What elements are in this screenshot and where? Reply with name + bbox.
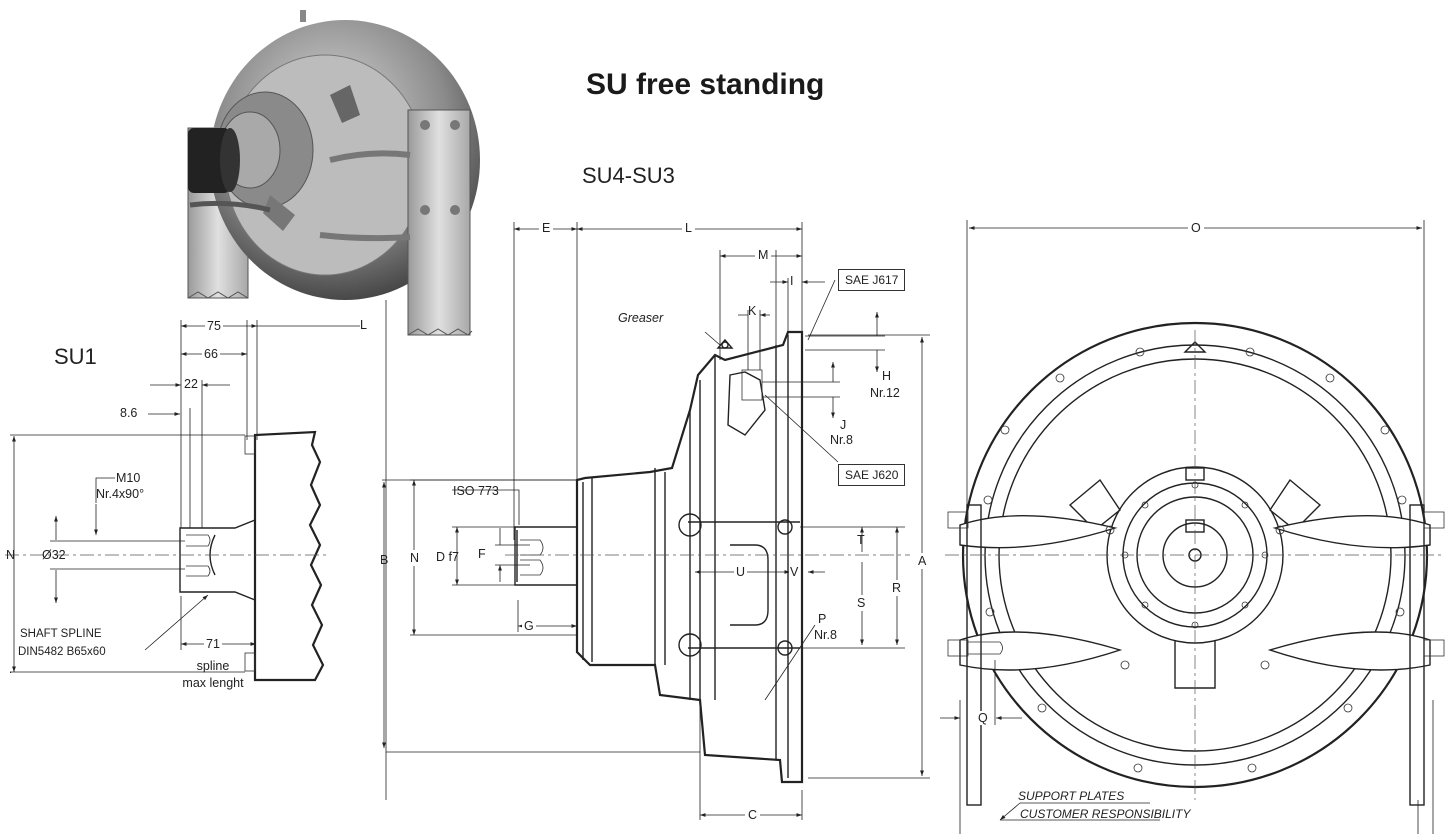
section-title-su4-su3: SU4-SU3	[582, 163, 675, 188]
dim-u: U	[734, 565, 748, 579]
dim-e: E	[539, 221, 554, 235]
dim-22: 22	[183, 377, 199, 391]
dim-n-su1: N	[6, 548, 16, 562]
dim-i: I	[790, 274, 794, 288]
note-support-plates: SUPPORT PLATES	[1018, 789, 1125, 803]
side-view	[382, 222, 930, 820]
dim-d-f7: D f7	[436, 550, 459, 564]
dim-j: J	[840, 418, 847, 432]
dim-h-count: Nr.12	[870, 386, 900, 400]
dim-l-su1: L	[360, 318, 367, 332]
dim-f: F	[478, 547, 486, 561]
dim-75: 75	[205, 319, 223, 333]
dim-t: T	[857, 533, 865, 547]
dim-71: 71	[204, 637, 222, 651]
dim-p: P	[818, 612, 827, 626]
dim-g: G	[522, 619, 536, 633]
dim-q: Q	[975, 711, 991, 725]
dim-j-count: Nr.8	[830, 433, 853, 447]
note-spline: spline	[196, 659, 230, 673]
su1-view	[5, 320, 360, 682]
dim-k: K	[748, 304, 757, 318]
section-title-su1: SU1	[54, 344, 97, 369]
dim-a: A	[918, 553, 927, 569]
product-render	[187, 10, 480, 336]
note-max-length: max lenght	[182, 676, 244, 690]
dim-66: 66	[202, 347, 220, 361]
page-title: SU free standing	[586, 68, 825, 101]
dim-v: V	[789, 565, 800, 579]
note-m10-count: Nr.4x90°	[96, 487, 145, 501]
note-iso-773: ISO 773	[453, 484, 499, 498]
note-spline-standard: DIN5482 B65x60	[18, 646, 106, 658]
dim-b: B	[380, 553, 389, 567]
note-m10: M10	[116, 471, 141, 485]
label-sae-j617: SAE J617	[838, 269, 906, 291]
note-customer-responsibility: CUSTOMER RESPONSIBILITY	[1020, 807, 1191, 821]
dim-o: O	[1188, 221, 1204, 235]
dim-s: S	[857, 595, 866, 611]
dim-h: H	[882, 369, 892, 383]
dim-n: N	[410, 550, 420, 566]
dim-r: R	[892, 580, 902, 596]
note-greaser: Greaser	[618, 311, 664, 325]
dim-c: C	[745, 808, 761, 822]
dim-p-count: Nr.8	[814, 628, 837, 642]
note-shaft-spline: SHAFT SPLINE	[20, 628, 102, 640]
dim-m: M	[755, 248, 772, 262]
dim-8-6: 8.6	[120, 406, 138, 420]
note-dot: .	[9, 664, 13, 676]
front-view	[940, 220, 1445, 834]
dim-diameter-32: Ø32	[42, 548, 66, 562]
dim-l: L	[682, 221, 695, 235]
label-sae-j620: SAE J620	[838, 464, 906, 486]
